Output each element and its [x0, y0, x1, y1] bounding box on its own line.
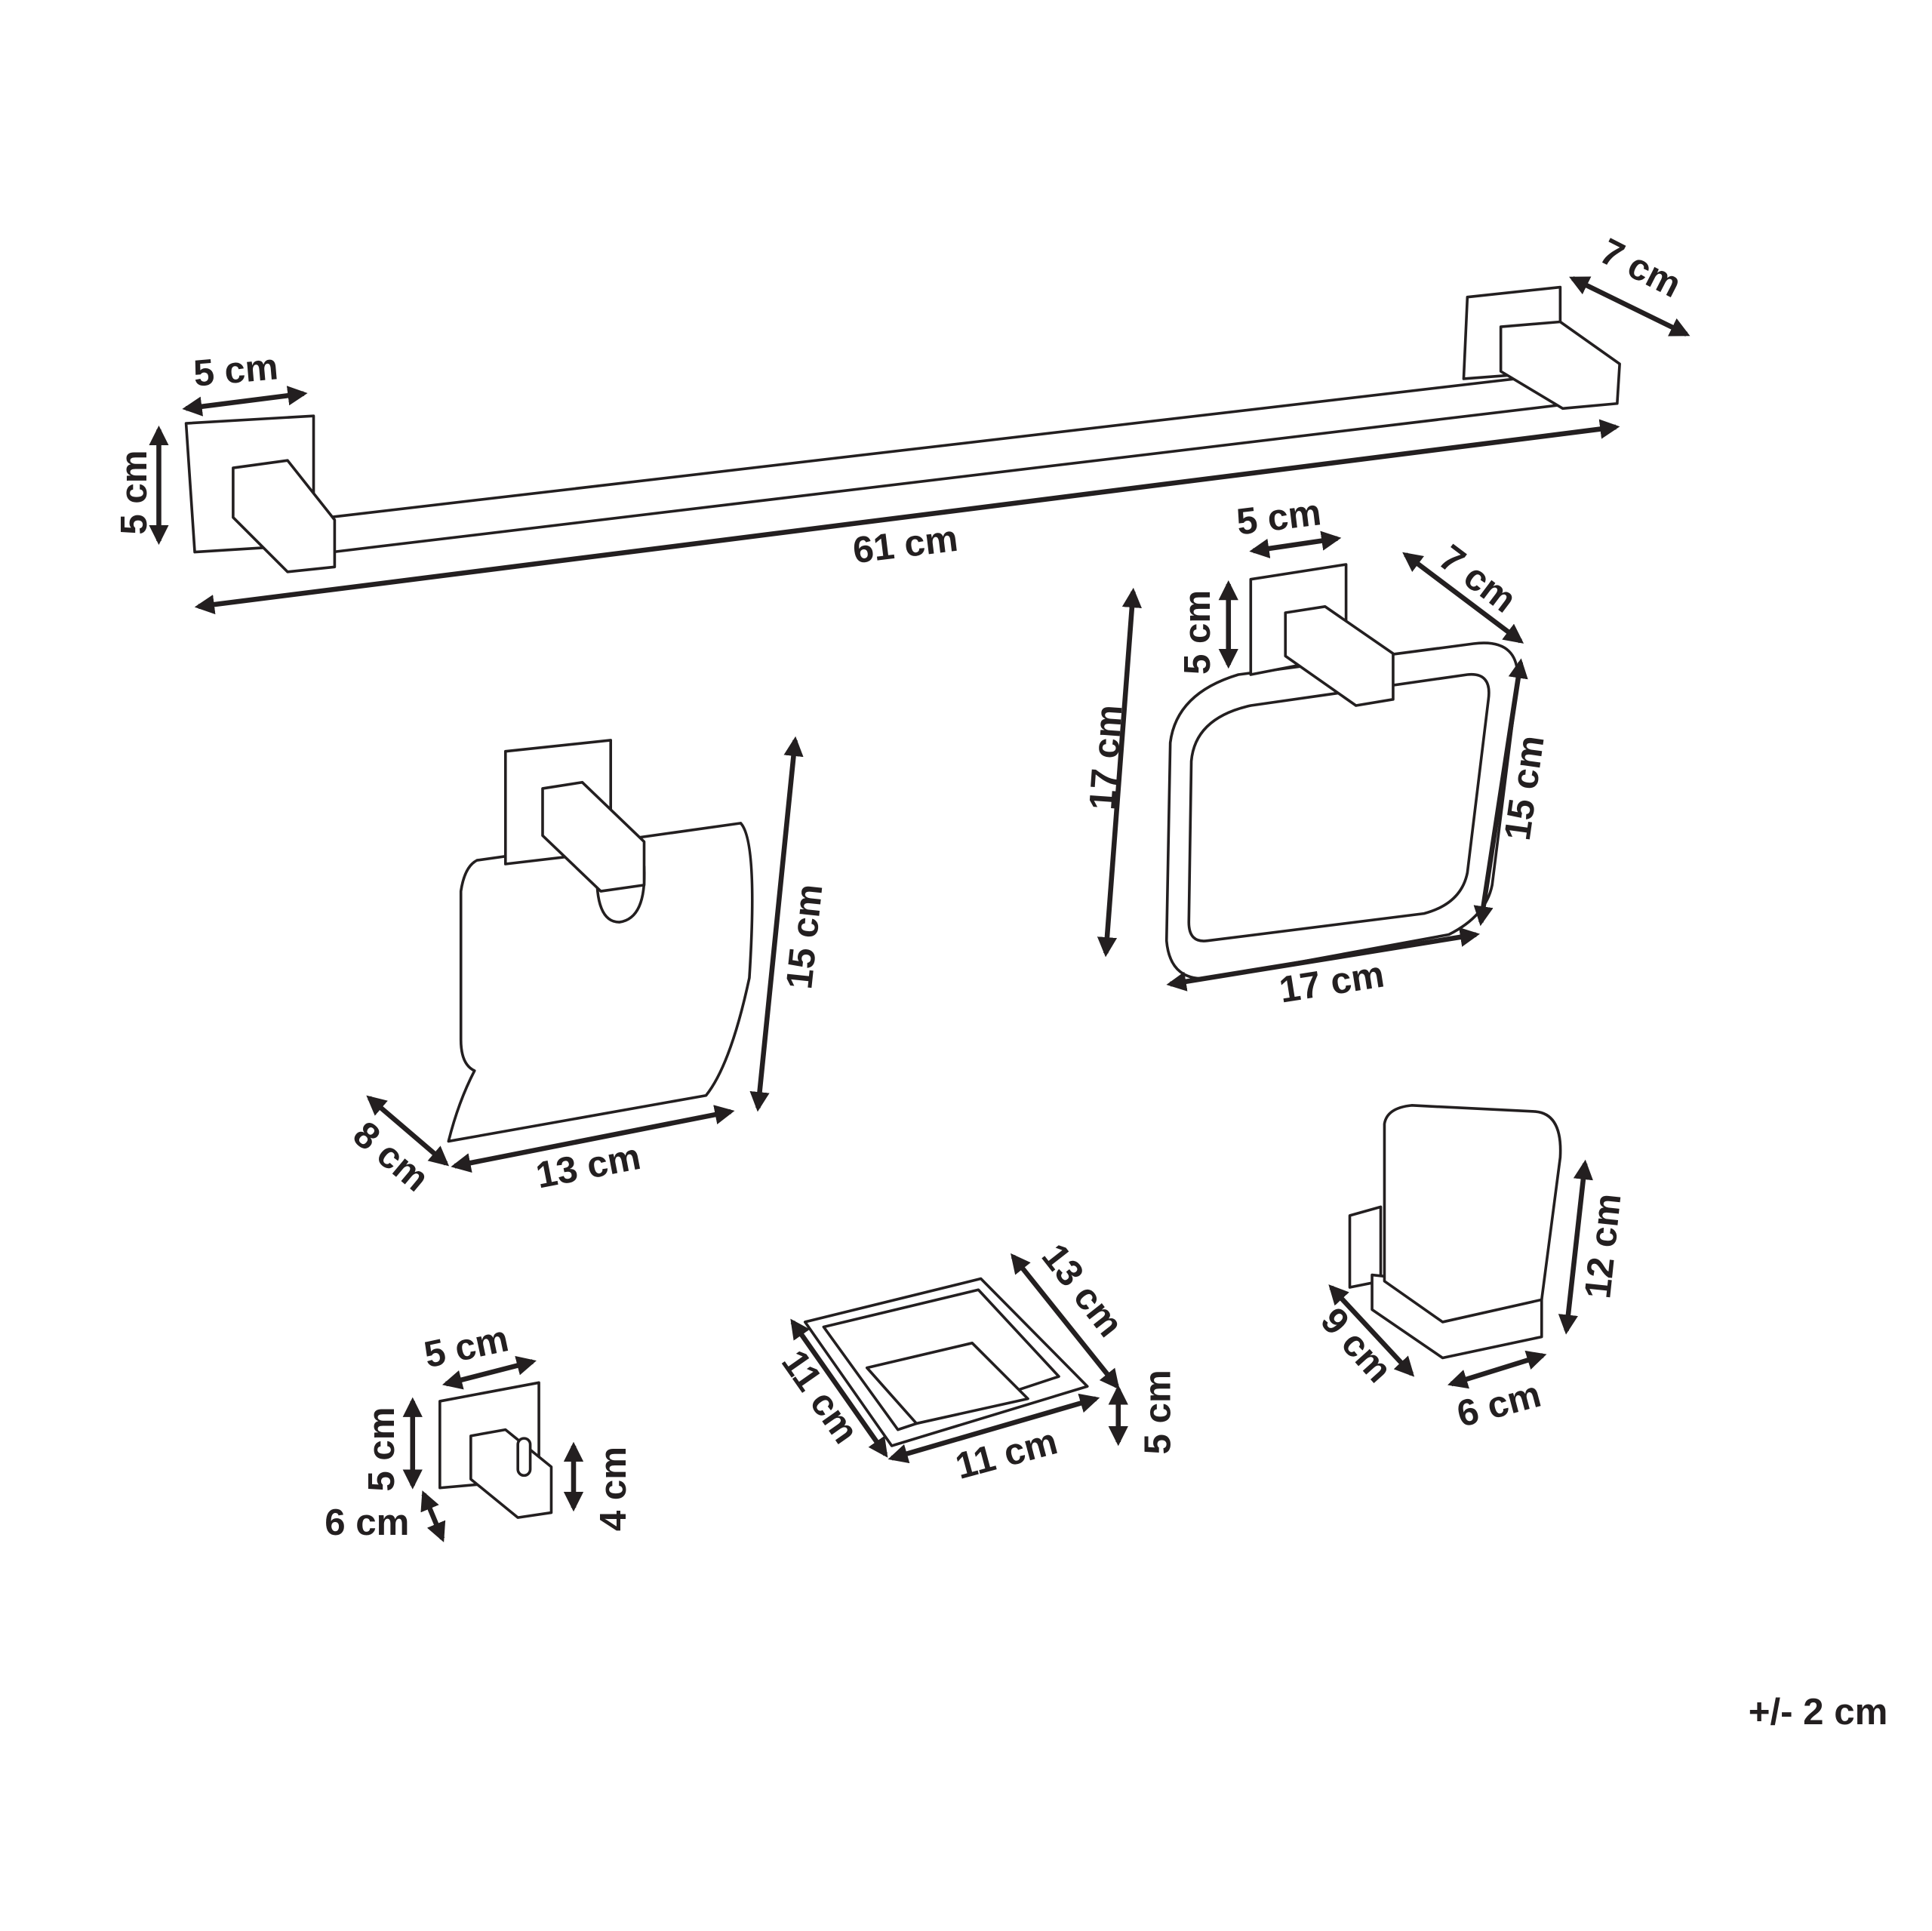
towel-ring-plate-height-label: 5 cm	[1177, 590, 1218, 675]
towel-ring-total-height-arrow	[1097, 587, 1142, 958]
hook-depth-arrow	[420, 1490, 446, 1542]
soap-dish-width-arrow	[888, 1393, 1100, 1464]
paper-holder-depth-label: 8 cm	[346, 1113, 437, 1199]
hook-height-label: 4 cm	[592, 1447, 634, 1531]
towel-bar-plate-height-label: 5 cm	[113, 450, 155, 534]
towel-ring-plate-width-arrow	[1249, 530, 1342, 558]
towel-bar-length-label: 61 cm	[851, 518, 960, 572]
towel-bar-depth-arrow	[1569, 276, 1690, 337]
soap-dish-depth-arrow	[790, 1318, 888, 1458]
towel-bar: 61 cm 5 cm 5 cm 7 cm	[113, 230, 1690, 615]
hook-plate-height-label: 5 cm	[361, 1407, 402, 1492]
tumbler-cup	[1383, 1104, 1562, 1324]
paper-holder-height-arrow	[749, 736, 804, 1112]
towel-ring-inner	[1187, 673, 1491, 942]
towel-ring-depth-arrow	[1402, 552, 1524, 644]
paper-holder-bracket	[541, 780, 646, 893]
towel-bar-plate-width-arrow	[182, 386, 308, 417]
paper-holder-width-arrow	[451, 1105, 735, 1173]
towel-ring-bracket	[1284, 604, 1395, 707]
tumbler-height-arrow	[1558, 1159, 1593, 1335]
hook-plate-width-label: 5 cm	[420, 1318, 512, 1376]
hook-plate-width-arrow	[441, 1355, 537, 1390]
tumbler-width-label: 6 cm	[1453, 1373, 1546, 1435]
towel-bar-length-arrow	[194, 419, 1620, 615]
paper-holder: 15 cm 13 cm 8 cm	[346, 736, 830, 1200]
towel-ring-width-arrow	[1166, 927, 1481, 992]
tumbler-depth-arrow	[1328, 1284, 1415, 1377]
towel-ring-ring-height-arrow	[1473, 658, 1528, 927]
towel-ring: 5 cm 5 cm 7 cm 17 cm 15 cm 17 cm	[1081, 491, 1552, 1010]
soap-dish: 11 cm 13 cm 11 cm 5 cm	[774, 1236, 1179, 1487]
hook-depth-label: 6 cm	[325, 1502, 409, 1543]
towel-ring-plate-width-label: 5 cm	[1235, 491, 1324, 543]
soap-dish-width-label: 11 cm	[951, 1420, 1061, 1487]
soap-dish-side-label: 13 cm	[1034, 1236, 1131, 1345]
towel-ring-total-height-label: 17 cm	[1081, 703, 1131, 811]
tolerance-note: +/- 2 cm	[1749, 1691, 1888, 1733]
tumbler-height-label: 12 cm	[1577, 1192, 1629, 1301]
tumbler-width-arrow	[1447, 1350, 1547, 1389]
hook-peg	[516, 1437, 532, 1477]
towel-bar-left-bracket	[232, 459, 337, 573]
towel-bar-plate-width-label: 5 cm	[192, 346, 280, 395]
soap-dish-height-label: 5 cm	[1137, 1370, 1179, 1454]
towel-bar-right-bracket	[1499, 320, 1621, 410]
paper-holder-width-label: 13 cm	[533, 1136, 644, 1197]
soap-dish-side-arrow	[1011, 1253, 1120, 1390]
paper-holder-depth-arrow	[366, 1095, 450, 1167]
tumbler-holder: 12 cm 9 cm 6 cm	[1312, 1104, 1629, 1435]
paper-holder-height-label: 15 cm	[778, 882, 830, 992]
robe-hook: 5 cm 5 cm 4 cm 6 cm	[325, 1318, 634, 1543]
